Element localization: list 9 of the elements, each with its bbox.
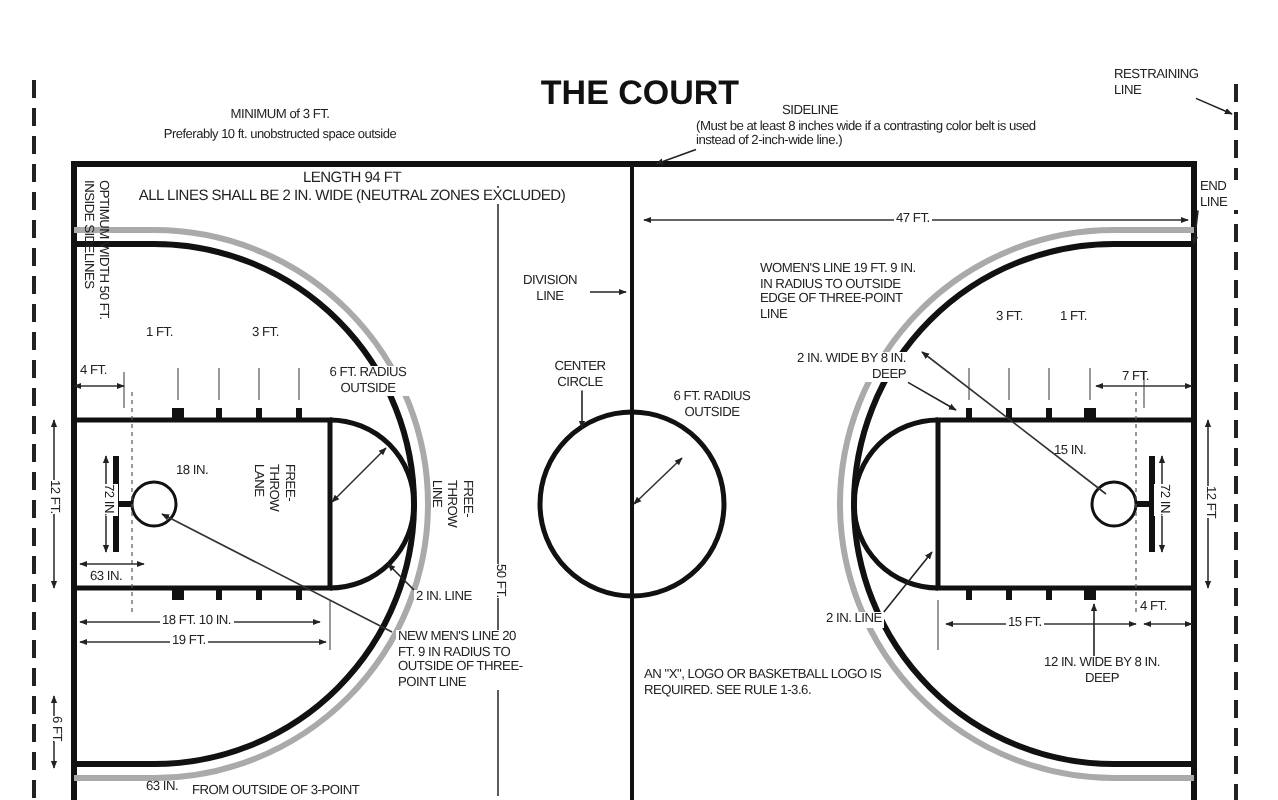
leader-line (589, 288, 627, 296)
leader-line (1195, 97, 1233, 115)
leader-line (578, 389, 586, 429)
leader-line (907, 381, 957, 411)
leader-line (655, 148, 697, 165)
leader-line (1191, 209, 1199, 245)
leader-line (387, 563, 415, 591)
leader-line (883, 551, 933, 613)
leader-line (1090, 603, 1098, 657)
